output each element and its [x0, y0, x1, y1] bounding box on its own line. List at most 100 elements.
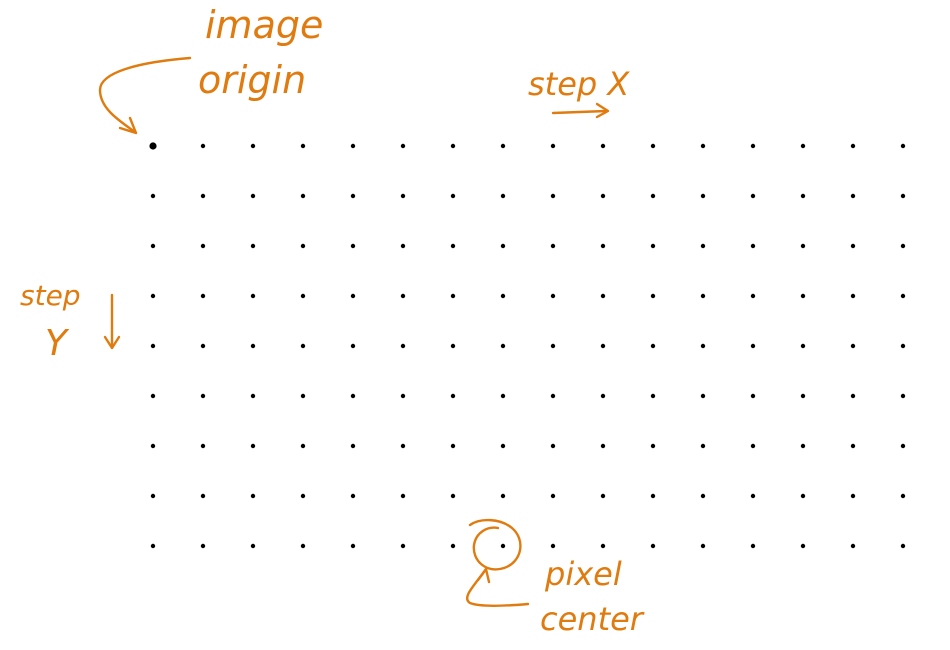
pixel-dot [900, 143, 906, 149]
pixel-dot [400, 243, 406, 249]
pixel-grid [149, 142, 906, 549]
step-x-annotation: step X [528, 65, 630, 119]
pixel-dot [850, 493, 856, 499]
pixel-dot [450, 393, 456, 399]
pixel-center-circle [468, 518, 522, 571]
pixel-dot [550, 443, 556, 449]
pixel-dot [650, 143, 656, 149]
pixel-dot [250, 443, 256, 449]
pixel-dot [650, 543, 656, 549]
pixel-dot [350, 143, 356, 149]
pixel-dot [850, 243, 856, 249]
pixel-dot [750, 143, 756, 149]
pixel-dot [700, 193, 706, 199]
pixel-dot [700, 493, 706, 499]
pixel-dot [600, 443, 606, 449]
origin-annotation: image origin [98, 3, 323, 135]
pixel-dot [200, 293, 206, 299]
pixel-dot [900, 193, 906, 199]
pixel-dot [750, 243, 756, 249]
pixel-dot [550, 493, 556, 499]
origin-label-line1: image [205, 3, 323, 47]
pixel-dot [300, 243, 306, 249]
pixel-dot [350, 493, 356, 499]
pixel-dot [400, 343, 406, 349]
pixel-dot [750, 343, 756, 349]
pixel-dot [350, 343, 356, 349]
pixel-dot [450, 443, 456, 449]
pixel-dot [700, 443, 706, 449]
pixel-dot [450, 543, 456, 549]
pixel-dot [150, 293, 156, 299]
pixel-dot [900, 543, 906, 549]
pixel-dot [600, 493, 606, 499]
pixel-dot [750, 443, 756, 449]
pixel-dot [750, 393, 756, 399]
pixel-center-arrow [465, 570, 530, 607]
pixel-dot [800, 343, 806, 349]
pixel-dot [500, 193, 506, 199]
pixel-dot [700, 243, 706, 249]
pixel-dot [350, 393, 356, 399]
pixel-dot [650, 443, 656, 449]
pixel-dot [300, 193, 306, 199]
pixel-dot [350, 443, 356, 449]
pixel-dot [400, 443, 406, 449]
step-x-arrow-head-icon [595, 102, 610, 119]
pixel-dot [350, 293, 356, 299]
pixel-dot [650, 493, 656, 499]
pixel-dot [650, 293, 656, 299]
pixel-dot [900, 243, 906, 249]
pixel-dot [450, 293, 456, 299]
pixel-dot [500, 293, 506, 299]
pixel-dot [150, 493, 156, 499]
pixel-dot [250, 493, 256, 499]
pixel-dot [300, 343, 306, 349]
pixel-dot [600, 543, 606, 549]
pixel-dot [500, 343, 506, 349]
pixel-dot [450, 493, 456, 499]
pixel-dot [350, 243, 356, 249]
pixel-dot [700, 543, 706, 549]
pixel-dot [350, 193, 356, 199]
pixel-dot [550, 243, 556, 249]
pixel-dot [700, 343, 706, 349]
step-x-arrow [551, 109, 608, 115]
step-y-label-line2: Y [45, 323, 70, 364]
pixel-dot [200, 143, 206, 149]
pixel-dot [700, 293, 706, 299]
pixel-dot [900, 493, 906, 499]
step-x-label: step X [528, 65, 630, 103]
pixel-dot [450, 343, 456, 349]
pixel-dot [650, 343, 656, 349]
pixel-dot [500, 143, 506, 149]
pixel-dot [550, 343, 556, 349]
pixel-dot [150, 243, 156, 249]
pixel-dot [600, 193, 606, 199]
pixel-dot [250, 293, 256, 299]
pixel-dot [850, 393, 856, 399]
pixel-dot [150, 343, 156, 349]
pixel-dot [450, 243, 456, 249]
step-y-label-line1: step [20, 279, 81, 312]
pixel-dot [300, 293, 306, 299]
pixel-dot [550, 193, 556, 199]
pixel-dot [150, 543, 156, 549]
pixel-dot [650, 193, 656, 199]
pixel-dot [400, 143, 406, 149]
pixel-dot [500, 443, 506, 449]
origin-arrow-head-icon [118, 116, 138, 135]
pixel-dot [400, 193, 406, 199]
pixel-dot [250, 243, 256, 249]
pixel-dot [600, 243, 606, 249]
pixel-dot [600, 393, 606, 399]
pixel-dot [200, 343, 206, 349]
pixel-dot [250, 343, 256, 349]
pixel-dot [550, 143, 556, 149]
pixel-center-label-line1: pixel [544, 555, 622, 593]
pixel-dot [600, 143, 606, 149]
pixel-dot [700, 143, 706, 149]
pixel-dot [850, 343, 856, 349]
pixel-dot [800, 293, 806, 299]
